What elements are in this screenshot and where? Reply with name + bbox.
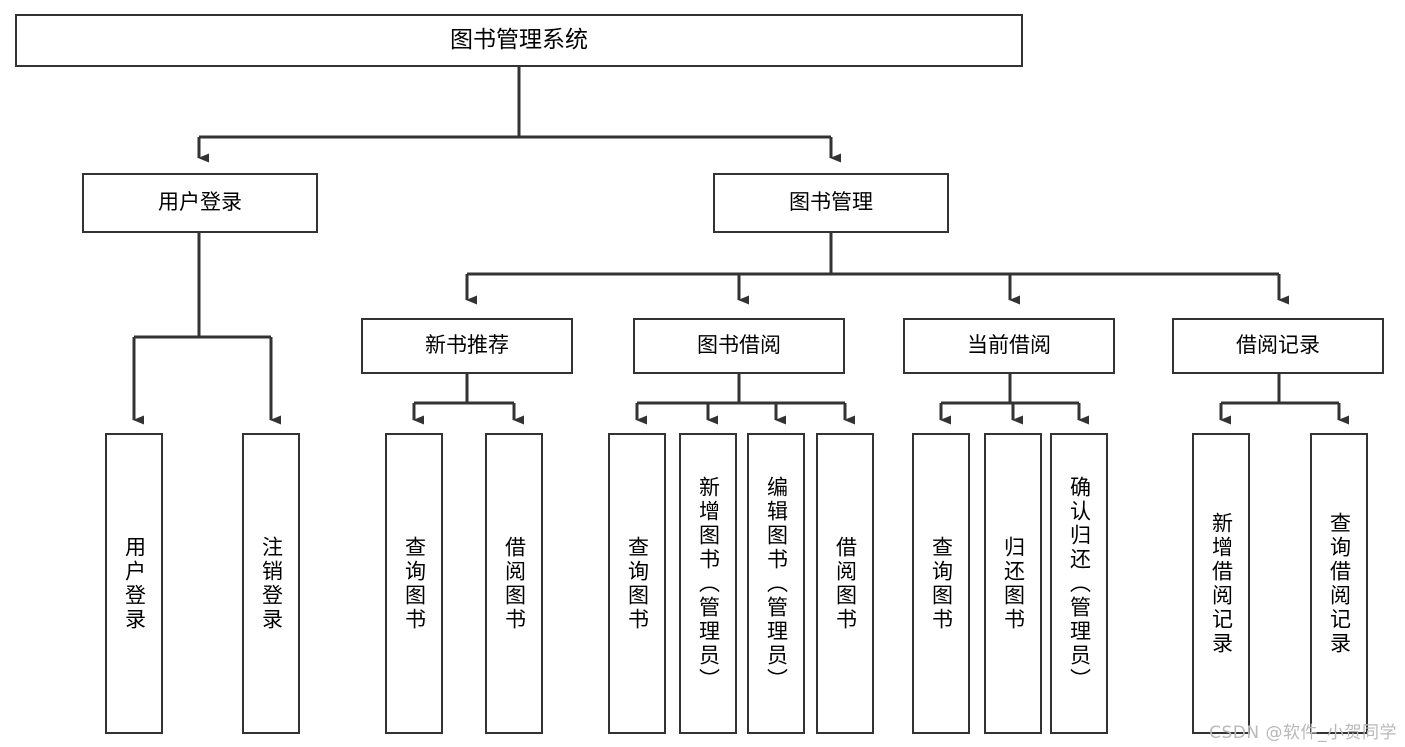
node-book-manage[interactable]: 图书管理 xyxy=(713,173,949,233)
node-leaf-user-login[interactable]: 用户登录 xyxy=(105,433,163,734)
node-book-borrow[interactable]: 图书借阅 xyxy=(633,318,845,374)
node-user-login[interactable]: 用户登录 xyxy=(82,173,318,233)
node-leaf-user-login-label: 用户登录 xyxy=(122,535,147,632)
node-user-login-label: 用户登录 xyxy=(158,190,242,215)
node-book-manage-label: 图书管理 xyxy=(789,190,873,215)
node-leaf-return-book[interactable]: 归还图书 xyxy=(984,433,1042,734)
node-leaf-confirm-return-label: 确认归还（管理员） xyxy=(1067,475,1092,692)
node-leaf-return-book-label: 归还图书 xyxy=(1001,535,1026,632)
edge-borrow-record-to-leaves xyxy=(1219,374,1349,425)
node-leaf-query-book-3[interactable]: 查询图书 xyxy=(912,433,970,734)
node-borrow-record-label: 借阅记录 xyxy=(1236,333,1320,358)
node-leaf-logout[interactable]: 注销登录 xyxy=(242,433,300,734)
node-leaf-query-book-1-label: 查询图书 xyxy=(402,535,427,632)
node-leaf-query-book-1[interactable]: 查询图书 xyxy=(385,433,443,734)
edge-user-login-to-leaves xyxy=(132,233,281,425)
node-current-borrow[interactable]: 当前借阅 xyxy=(903,318,1115,374)
edge-current-borrow-to-leaves xyxy=(939,374,1089,425)
edge-new-book-recommend-to-leaves xyxy=(412,374,524,425)
node-root-label: 图书管理系统 xyxy=(450,27,588,54)
node-borrow-record[interactable]: 借阅记录 xyxy=(1172,318,1384,374)
node-current-borrow-label: 当前借阅 xyxy=(967,333,1051,358)
node-book-borrow-label: 图书借阅 xyxy=(697,333,781,358)
node-root[interactable]: 图书管理系统 xyxy=(15,14,1023,67)
node-leaf-add-record[interactable]: 新增借阅记录 xyxy=(1192,433,1250,734)
watermark-text: CSDN @软件_小贺同学 xyxy=(1209,723,1397,743)
node-leaf-query-record[interactable]: 查询借阅记录 xyxy=(1310,433,1368,734)
node-leaf-query-book-2[interactable]: 查询图书 xyxy=(608,433,666,734)
node-new-book-recommend-label: 新书推荐 xyxy=(425,333,509,358)
node-leaf-add-book[interactable]: 新增图书（管理员） xyxy=(679,433,737,734)
node-new-book-recommend[interactable]: 新书推荐 xyxy=(361,318,573,374)
node-leaf-borrow-book-2[interactable]: 借阅图书 xyxy=(816,433,874,734)
node-leaf-logout-label: 注销登录 xyxy=(259,535,284,632)
node-leaf-query-record-label: 查询借阅记录 xyxy=(1327,511,1352,656)
edge-book-borrow-to-leaves xyxy=(635,374,855,425)
node-leaf-borrow-book-2-label: 借阅图书 xyxy=(833,535,858,632)
edge-root-to-level1 xyxy=(197,67,841,163)
node-leaf-borrow-book-1-label: 借阅图书 xyxy=(502,535,527,632)
node-leaf-query-book-3-label: 查询图书 xyxy=(929,535,954,632)
node-leaf-edit-book[interactable]: 编辑图书（管理员） xyxy=(747,433,805,734)
node-leaf-add-record-label: 新增借阅记录 xyxy=(1209,511,1234,656)
node-leaf-add-book-label: 新增图书（管理员） xyxy=(696,475,721,692)
node-leaf-borrow-book-1[interactable]: 借阅图书 xyxy=(485,433,543,734)
node-leaf-edit-book-label: 编辑图书（管理员） xyxy=(764,475,789,692)
node-leaf-confirm-return[interactable]: 确认归还（管理员） xyxy=(1050,433,1108,734)
node-leaf-query-book-2-label: 查询图书 xyxy=(625,535,650,632)
edge-book-manage-to-level2 xyxy=(465,233,1289,305)
